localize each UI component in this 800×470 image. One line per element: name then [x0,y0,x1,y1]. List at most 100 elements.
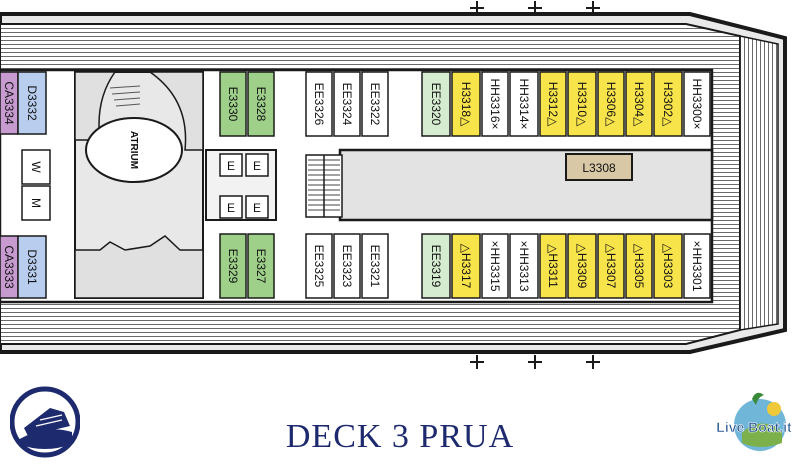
cabin-label: EE3323 [340,245,354,288]
cabin-box [421,233,451,299]
cabin-label: EE3320 [429,83,443,126]
cabin-label: E3327 [254,249,268,284]
cabin-box [481,233,509,299]
cabin-box [305,71,333,137]
cabin-box [451,233,481,299]
cabin-box [683,233,711,299]
cabin-box [509,233,539,299]
cabin: △H3305 [625,233,653,299]
cabin-box [451,71,481,137]
cabin-label: ×HH3313 [517,240,531,291]
corridor-cabin: L3308 [565,153,633,181]
lifts: E E E E [205,149,277,221]
ship-logo-icon [10,386,80,458]
cabin-box [539,71,567,137]
cabin-label: HH3316× [488,78,502,129]
cabin: △H3303 [653,233,683,299]
lift-label: E [227,201,235,215]
cabin-label: △H3307 [604,244,618,289]
cabin-box [653,71,683,137]
atrium-area: ATRIUM [74,71,204,299]
cabin: ×HH3301 [683,233,711,299]
cabin-label: EE3319 [429,245,443,288]
cabin-label: CA3333 [2,245,16,289]
wc-label: M [29,198,43,208]
cabin-label: △H3305 [632,244,646,289]
cabin: HH3316× [481,71,509,137]
cabin-label: ×HH3301 [690,240,704,291]
cabin: EE3323 [333,233,361,299]
cabin-box [625,71,653,137]
cabin-box [361,71,389,137]
cabin: E3328 [247,71,275,137]
cabin: EE3320 [421,71,451,137]
left-cabins: W M CA3334 D3332 CA3333 D3331 [0,71,51,299]
cabin-box [481,71,509,137]
cabin-box [597,71,625,137]
cabin-box [625,233,653,299]
corridor [338,148,714,222]
cabin-box [219,71,247,137]
cabin-box [421,71,451,137]
lift-label: E [227,159,235,173]
cabin: E3329 [219,233,247,299]
cabin-label: ×HH3315 [488,240,502,291]
cabin-label: D3332 [25,85,39,121]
cabin: E3327 [247,233,275,299]
cabin: △H3311 [539,233,567,299]
cabin-label: H3302△ [661,82,675,127]
atrium-label: ATRIUM [128,131,139,169]
cabin: E3330 [219,71,247,137]
cabin-box [509,71,539,137]
cabin: H3304△ [625,71,653,137]
cabin-label: EE3326 [312,83,326,126]
cabin: △H3307 [597,233,625,299]
cabin-label: △H3309 [575,244,589,289]
cabin-box [247,71,275,137]
cabin-box [305,233,333,299]
cabin: EE3322 [361,71,389,137]
cabin-label: EE3325 [312,245,326,288]
lift-label: E [253,201,261,215]
cabin-label: EE3324 [340,83,354,126]
cabin: H3312△ [539,71,567,137]
cabin-label: △H3303 [661,244,675,289]
cabin: HH3314× [509,71,539,137]
cabin: H3318△ [451,71,481,137]
cabin: H3310△ [567,71,597,137]
cabin: EE3325 [305,233,333,299]
cabin-box [683,71,711,137]
cabin-label: △H3317 [459,244,473,289]
cabin-box [567,71,597,137]
cabin-box [247,233,275,299]
deck-title: DECK 3 PRUA [285,418,515,455]
cabin-label: E3330 [226,87,240,122]
lifeboat-markers [470,1,600,369]
cabin: EE3326 [305,71,333,137]
cabin-label: EE3321 [368,245,382,288]
cabin-label: H3304△ [632,82,646,127]
cabin-label: HH3300× [690,78,704,129]
cabin-label: CA3334 [2,81,16,125]
cabin-box [653,233,683,299]
cabin-box [219,233,247,299]
cabin: △H3317 [451,233,481,299]
cabin-box [539,233,567,299]
cabin-label: L3308 [582,161,616,175]
wc-label: W [29,161,43,173]
cabin-label: △H3311 [546,244,560,288]
cabin: ×HH3315 [481,233,509,299]
cabin-label: EE3322 [368,83,382,126]
cabin-label: E3329 [226,249,240,284]
cabin: H3306△ [597,71,625,137]
cabin: HH3300× [683,71,711,137]
top-cabin-row: E3330 E3328 EE3326 EE3324 EE3322 EE3320 H3318△… [219,71,711,137]
cabin: H3302△ [653,71,683,137]
liveboat-logo-icon: Live Boat.it [716,392,792,451]
cabin-box [333,233,361,299]
cabin: EE3324 [333,71,361,137]
cabin-label: E3328 [254,87,268,122]
cabin: EE3321 [361,233,389,299]
atrium-ellipse [85,117,183,183]
